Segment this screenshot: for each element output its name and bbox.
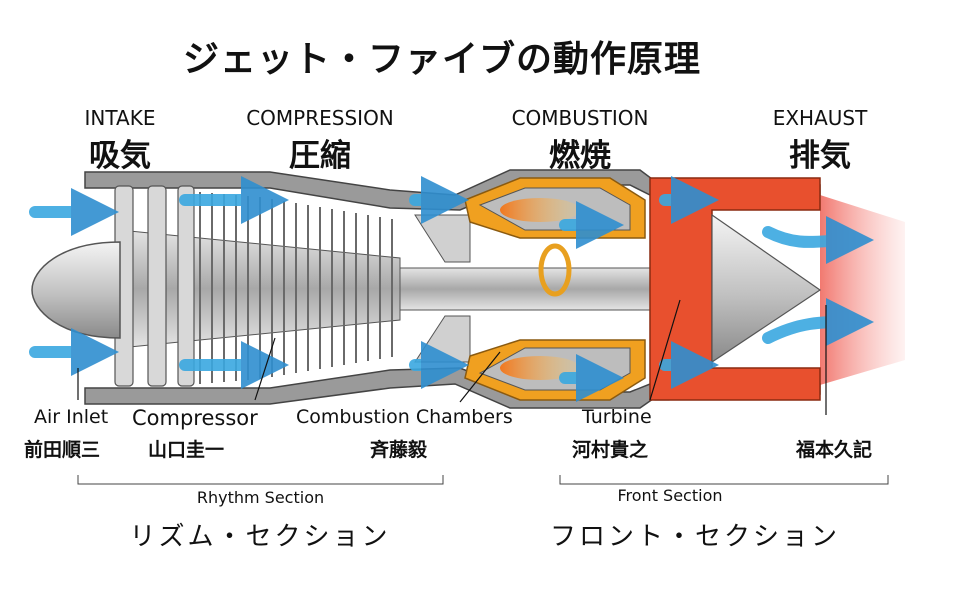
- front-section-en: Front Section: [617, 486, 723, 505]
- compressor-label: Compressor: [132, 406, 258, 430]
- section-intake-jp: 吸気: [89, 138, 151, 174]
- section-combustion-jp: 燃焼: [549, 138, 611, 174]
- leader-lines: [77, 299, 827, 415]
- fan-stages: [114, 185, 195, 387]
- compressor-blades: [199, 192, 393, 384]
- exhaust-plume: [820, 195, 905, 385]
- exhaust-cone: [711, 213, 822, 364]
- air-inlet-label: Air Inlet: [34, 406, 109, 428]
- combustion-chambers-member: 斉藤毅: [370, 439, 428, 461]
- shaft-bearing-top: [414, 214, 471, 263]
- section-combustion-en: COMBUSTION: [511, 106, 649, 130]
- front-section-bracket: [559, 475, 889, 485]
- section-intake-en: INTAKE: [84, 106, 156, 130]
- nose-cone: [31, 241, 121, 339]
- section-compression-en: COMPRESSION: [246, 106, 394, 130]
- main-shaft: [399, 267, 661, 311]
- section-exhaust-en: EXHAUST: [772, 106, 868, 130]
- turbine-label: Turbine: [582, 406, 652, 428]
- turbine-member: 河村貴之: [572, 439, 649, 461]
- airflow-arrows: [29, 176, 874, 402]
- diagram-title: ジェット・ファイブの動作原理: [182, 39, 701, 80]
- air-inlet-member: 前田順三: [24, 439, 101, 461]
- rhythm-section-en: Rhythm Section: [196, 488, 325, 507]
- combustion-chambers-label: Combustion Chambers: [296, 406, 513, 428]
- rotation-arrow: [538, 243, 572, 297]
- compressor-member: 山口圭一: [148, 439, 225, 461]
- rhythm-section-jp: リズム・セクション: [129, 522, 391, 552]
- front-section-jp: フロント・セクション: [549, 522, 840, 552]
- exhaust-member: 福本久記: [796, 439, 873, 461]
- section-exhaust-jp: 排気: [789, 138, 851, 174]
- section-compression-jp: 圧縮: [289, 138, 351, 174]
- shaft-bearing-bottom: [414, 315, 471, 363]
- rhythm-section-bracket: [77, 475, 444, 485]
